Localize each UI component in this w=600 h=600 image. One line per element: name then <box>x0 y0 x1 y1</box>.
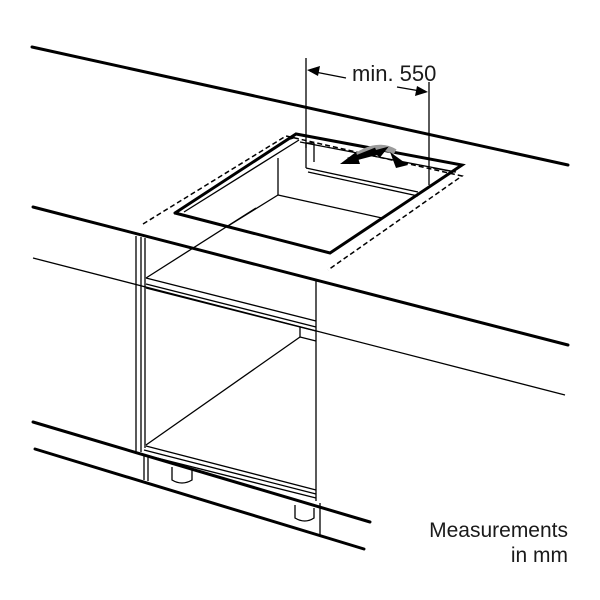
worktop-back-edge <box>30 45 570 167</box>
plinth <box>31 420 372 551</box>
cut-out <box>173 132 466 255</box>
airflow-arrow-icon <box>340 144 408 168</box>
arrowhead-left-icon <box>307 66 320 76</box>
foot-left <box>171 467 193 484</box>
dimension-label: min. 550 <box>352 61 436 86</box>
cut-out-frame <box>173 132 466 255</box>
measurement-note: Measurements in mm <box>429 518 568 568</box>
dimension-arrows: min. 550 <box>305 58 436 185</box>
note-line-1: Measurements <box>429 519 568 542</box>
arrowhead-right-icon <box>415 86 428 96</box>
plinth-bottom-edge <box>33 447 366 551</box>
cabinet-feet <box>171 467 315 522</box>
foot-right <box>294 505 315 522</box>
base-cabinet <box>135 207 317 501</box>
plinth-top-edge <box>31 420 372 524</box>
worktop-front-top-edge <box>31 205 570 347</box>
worktop <box>30 45 570 396</box>
note-line-2: in mm <box>510 544 568 567</box>
